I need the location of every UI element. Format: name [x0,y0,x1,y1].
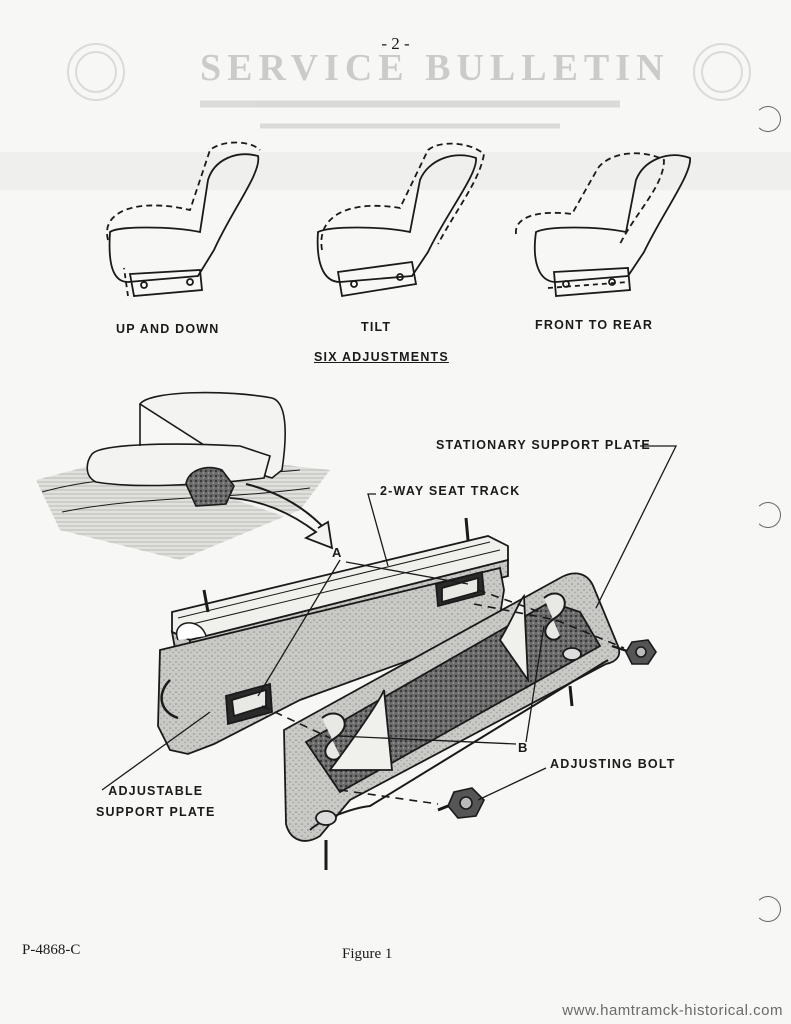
seat-diagram-up-down [106,141,261,297]
callout-leaders [101,445,678,801]
callout-stationary-support-plate: STATIONARY SUPPORT PLATE [436,438,651,452]
adjusting-bolt-front [437,787,485,819]
ghost-header-title: SERVICE BULLETIN [200,47,670,89]
seat-diagram-tilt [316,142,485,298]
site-watermark: www.hamtramck-historical.com [562,1002,783,1019]
alignment-lines [261,589,625,805]
callout-adjustable-line1: ADJUSTABLE [108,784,204,798]
label-front-to-rear: FRONT TO REAR [535,318,654,332]
seat-diagram-front-rear [515,152,691,297]
six-adjustments-heading: SIX ADJUSTMENTS [314,350,449,364]
page-number: - 2 - [381,34,410,53]
adjusting-bolt-right [611,639,657,665]
label-tilt: TILT [361,320,392,334]
adjustable-support-plate [157,566,505,755]
callout-adjustable-line2: SUPPORT PLATE [96,805,216,819]
document-code: P-4868-C [22,942,81,958]
label-up-and-down: UP AND DOWN [116,322,220,336]
callout-point-a: A [332,545,343,560]
callout-adjusting-bolt: ADJUSTING BOLT [550,757,676,771]
stationary-support-plate [283,572,621,870]
figure-caption: Figure 1 [342,946,393,962]
callout-seat-track: 2-WAY SEAT TRACK [380,484,521,498]
callout-adjustable-support-plate: ADJUSTABLE SUPPORT PLATE [96,781,216,823]
binder-hole-top [755,106,781,132]
callout-point-b: B [518,740,529,755]
binder-hole-middle [755,502,781,528]
seat-location-view [36,391,334,560]
binder-hole-bottom [755,896,781,922]
